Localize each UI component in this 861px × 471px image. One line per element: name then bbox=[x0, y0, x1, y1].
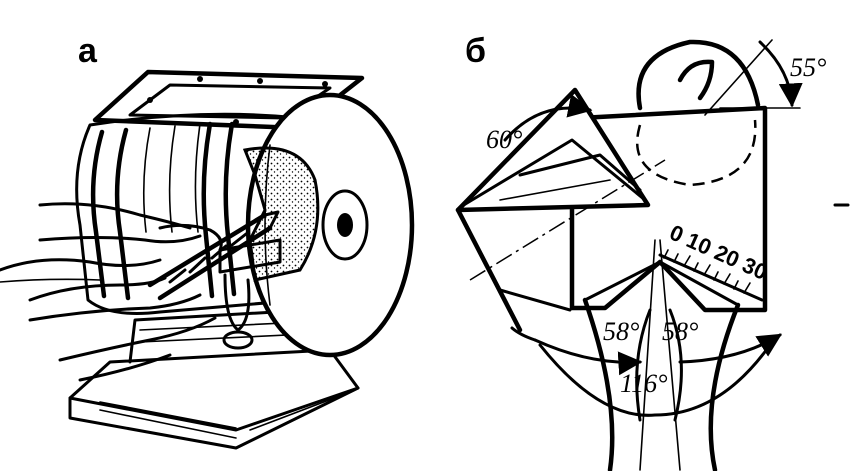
grinder-drawing: а bbox=[0, 32, 415, 450]
drill-bit bbox=[147, 210, 280, 301]
gauge-hook bbox=[635, 39, 761, 187]
panel-label-a: а bbox=[78, 32, 98, 70]
angle-arcs bbox=[503, 39, 803, 471]
angle-label-58-right: 58° bbox=[662, 317, 698, 346]
angle-label-116: 116° bbox=[620, 369, 667, 398]
hand-lower bbox=[0, 258, 217, 382]
hand-upper bbox=[38, 202, 223, 252]
drill-in-gauge bbox=[582, 260, 741, 471]
tool-rest bbox=[218, 238, 282, 274]
grinding-wheel bbox=[242, 146, 320, 282]
angle-label-55: 55° bbox=[790, 53, 826, 82]
angle-label-60: 60° bbox=[486, 125, 522, 154]
chisel-wedge bbox=[455, 87, 666, 333]
motor-housing bbox=[75, 112, 302, 315]
gauge-drawing: 0 10 20 30 bbox=[455, 32, 850, 471]
panel-label-b: б bbox=[465, 32, 486, 70]
angle-label-58-left: 58° bbox=[603, 317, 639, 346]
